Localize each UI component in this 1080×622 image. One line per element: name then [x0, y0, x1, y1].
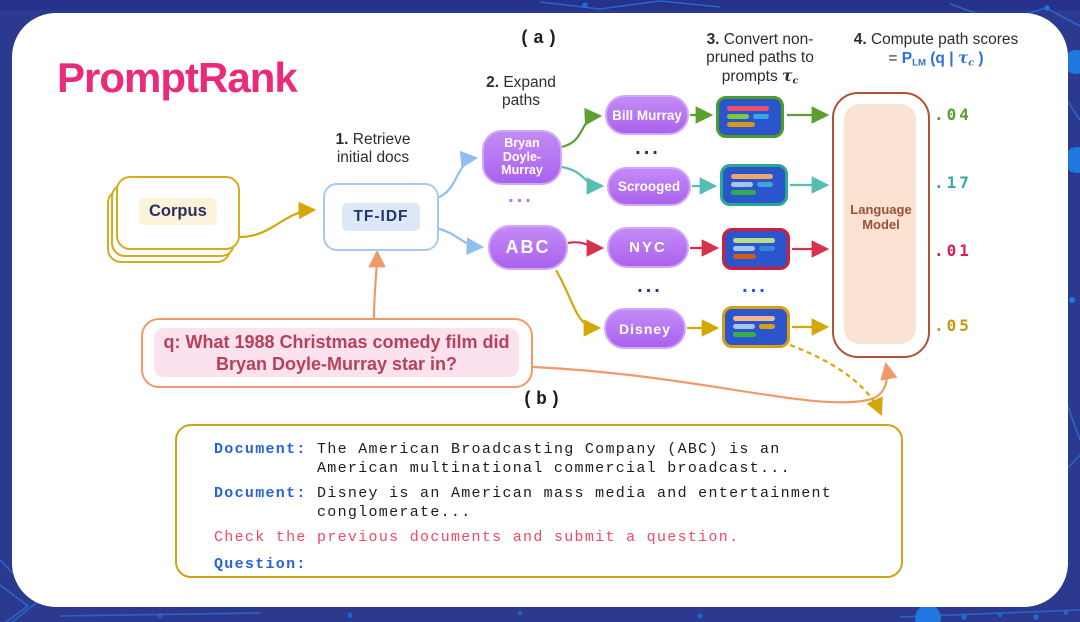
- tfidf-box: TF-IDF: [323, 183, 439, 251]
- prompt-thumbnail-scrooged-icon: [720, 164, 788, 206]
- document-text: The American Broadcasting Company (ABC) …: [306, 441, 781, 458]
- figure-label-a: (a): [519, 29, 561, 49]
- prompt-thumbnail-nyc-icon: [722, 228, 790, 270]
- formula-p-subscript: LM: [912, 57, 926, 69]
- step-4-number: 4.: [853, 31, 867, 48]
- document-text: Disney is an American mass media and ent…: [306, 485, 833, 502]
- corpus-card-front: Corpus: [116, 176, 240, 250]
- prompt-thumbnail-disney-icon: [722, 306, 790, 348]
- document-continuation: American multinational commercial broadc…: [317, 459, 791, 477]
- language-model-body: [844, 104, 916, 344]
- instruction-line: Check the previous documents and submit …: [214, 529, 740, 546]
- ellipsis-bill-scrooged: ...: [635, 137, 661, 159]
- step-1-number: 1.: [335, 131, 349, 148]
- prompt-document-panel: Document: The American Broadcasting Comp…: [175, 424, 903, 578]
- ellipsis-under-bryan: ...: [508, 185, 534, 207]
- document-entry: Document: Disney is an American mass med…: [214, 485, 891, 522]
- node-disney: Disney: [604, 308, 686, 349]
- language-model-label: Language Model: [850, 202, 912, 232]
- formula-end: ): [974, 50, 984, 67]
- app-logo: PromptRank: [57, 54, 298, 101]
- ellipsis-nyc-disney: ...: [637, 275, 663, 297]
- formula-mid: (q |: [925, 50, 958, 67]
- step-3-label: 3. Convert non-pruned paths to prompts τ…: [686, 31, 834, 90]
- corpus-stack: Corpus: [107, 176, 241, 264]
- formula-p: P: [901, 50, 913, 67]
- question-label: Question:: [214, 555, 307, 573]
- path-score-nyc: .01: [934, 241, 972, 260]
- node-bryan-doyle-murray: Bryan Doyle-Murray: [482, 130, 562, 185]
- corpus-label: Corpus: [139, 198, 217, 225]
- node-abc: ABC: [488, 225, 568, 270]
- node-bill-murray: Bill Murray: [605, 95, 689, 135]
- node-scrooged: Scrooged: [607, 167, 691, 206]
- language-model-box: Language Model: [832, 92, 930, 358]
- question-box-body: q: What 1988 Christmas comedy film did B…: [154, 328, 519, 377]
- document-line: Document: Disney is an American mass med…: [214, 485, 891, 504]
- question-box: q: What 1988 Christmas comedy film did B…: [141, 318, 533, 388]
- node-nyc: NYC: [607, 227, 689, 268]
- ellipsis-prompt-column: ...: [742, 275, 768, 297]
- tfidf-label: TF-IDF: [342, 203, 420, 231]
- step-4-text: Compute path scores =: [866, 31, 1019, 67]
- tau-symbol: τ: [782, 66, 793, 85]
- question-body: What 1988 Christmas comedy film did Brya…: [180, 331, 510, 374]
- question-prefix: q:: [163, 331, 181, 352]
- step-4-label: 4. Compute path scores = PLM (q | τc ): [848, 31, 1024, 72]
- document-entry: Document: The American Broadcasting Comp…: [214, 441, 891, 478]
- document-continuation: conglomerate...: [317, 503, 472, 521]
- document-label: Document:: [214, 485, 307, 502]
- path-score-disney: .05: [934, 316, 972, 335]
- formula-tau-subscript: c: [968, 57, 975, 69]
- path-score-scrooged: .17: [934, 173, 972, 192]
- plm-formula: PLM (q | τc ): [901, 48, 984, 69]
- step-1-text: Retrieve initial docs: [336, 131, 411, 166]
- formula-tau: τ: [957, 48, 969, 67]
- step-2-label: 2. Expand paths: [470, 74, 572, 110]
- document-line: Document: The American Broadcasting Comp…: [214, 441, 891, 460]
- step-3-text: Convert non-pruned paths to prompts: [706, 31, 814, 85]
- path-score-bill-murray: .04: [934, 105, 972, 124]
- step-2-text: Expand paths: [499, 74, 556, 109]
- document-label: Document:: [214, 441, 307, 458]
- question-text: q: What 1988 Christmas comedy film did B…: [162, 331, 512, 375]
- prompt-thumbnail-bill-murray-icon: [716, 96, 784, 138]
- step-1-label: 1. Retrieve initial docs: [322, 131, 424, 167]
- step-3-number: 3.: [706, 31, 720, 48]
- tau-subscript: c: [792, 75, 799, 87]
- figure-label-b: (b): [522, 390, 564, 410]
- step-2-number: 2.: [486, 74, 500, 91]
